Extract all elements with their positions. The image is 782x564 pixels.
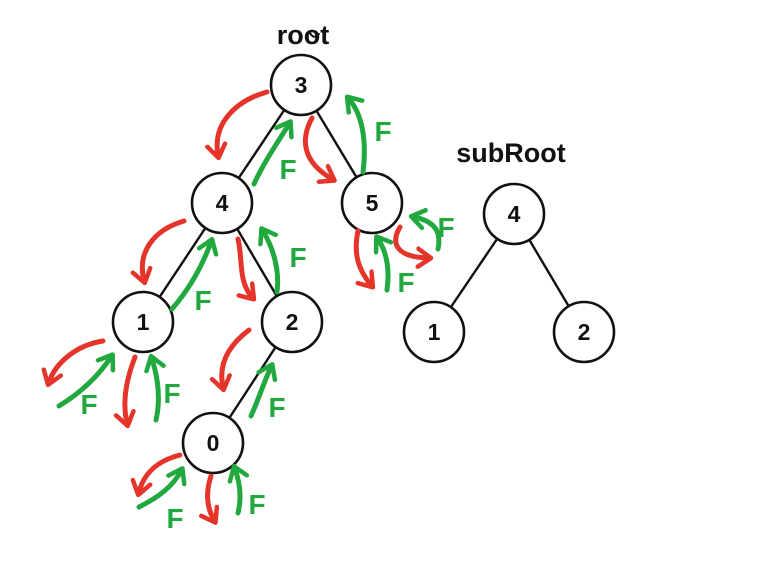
node-circle <box>402 300 466 364</box>
flow-arrow-descend-3-to-4 <box>217 89 270 155</box>
node-value: 0 <box>207 430 220 456</box>
f-label: F <box>163 378 180 409</box>
flow-arrow-descend-4-to-1 <box>142 218 187 280</box>
tree-subRoot: 4 1 2 subRoot <box>402 138 616 364</box>
f-label: F <box>80 389 97 420</box>
node-value: 2 <box>578 319 591 345</box>
flow-arrow-descend-0-to-right-null <box>208 473 214 520</box>
flow-arrow-return-null-to-5 <box>378 239 388 293</box>
node-value: 4 <box>216 190 229 216</box>
flow-arrow-descend-1-to-right-null <box>125 354 138 423</box>
tree-node-subRoot-s1: 1 <box>402 300 466 364</box>
node-circle <box>190 171 254 235</box>
f-label: F <box>268 392 285 423</box>
node-circle <box>552 300 616 364</box>
pen-mark <box>309 32 320 38</box>
node-circle <box>111 290 175 354</box>
f-label: F <box>166 503 183 534</box>
node-circle <box>269 53 333 117</box>
flow-arrow-return-left-null-to-1 <box>56 357 111 409</box>
flow-arrow-descend-0-to-left-null <box>139 452 183 492</box>
f-label: F <box>437 212 454 243</box>
flow-arrow-return-right-null-to-1 <box>152 359 159 423</box>
node-circle <box>482 182 546 246</box>
node-value: 2 <box>286 309 299 335</box>
flow-arrow-return-1-to-4 <box>169 242 211 312</box>
tree-node-root-0: 0 <box>181 411 245 475</box>
node-circle <box>181 411 245 475</box>
tree-node-root-3: 3 <box>269 53 333 117</box>
node-value: 3 <box>295 72 308 98</box>
f-label: F <box>248 489 265 520</box>
flow-arrow-descend-1-to-left-null <box>49 338 106 382</box>
tree-node-root-5: 5 <box>340 171 404 235</box>
node-value: 1 <box>137 309 150 335</box>
f-label: F <box>289 242 306 273</box>
flow-arrow-compare-5-to-subroot <box>393 224 428 258</box>
f-label: F <box>374 116 391 147</box>
tree-node-root-2: 2 <box>260 290 324 354</box>
f-label: F <box>397 267 414 298</box>
tree-root: 3 4 5 1 2 0 root <box>111 20 404 475</box>
flow-arrow-descend-2-to-0 <box>222 327 252 387</box>
node-value: 1 <box>428 319 441 345</box>
tree-node-root-1: 1 <box>111 290 175 354</box>
tree-node-subRoot-s4: 4 <box>482 182 546 246</box>
flow-arrow-descend-4-to-2 <box>235 236 252 297</box>
flow-arrow-return-left-null-to-0 <box>136 471 181 510</box>
f-label: F <box>279 154 296 185</box>
flow-arrow-compare-subroot-to-5 <box>414 217 442 252</box>
flow-arrow-return-2-to-4 <box>263 231 281 295</box>
tree-title-subRoot: subRoot <box>456 138 565 168</box>
tree-node-subRoot-s2: 2 <box>552 300 616 364</box>
flow-arrow-descend-3-to-5 <box>302 115 332 179</box>
node-value: 5 <box>366 190 379 216</box>
flow-arrow-return-4-to-3 <box>251 124 289 187</box>
node-circle <box>340 171 404 235</box>
tree-node-root-4: 4 <box>190 171 254 235</box>
flow-arrows <box>49 89 442 520</box>
node-circle <box>260 290 324 354</box>
flow-arrow-descend-5-to-null <box>353 228 371 285</box>
flow-arrow-return-right-null-to-0 <box>235 469 240 516</box>
f-label: F <box>194 285 211 316</box>
flow-arrow-return-0-to-2 <box>248 367 271 419</box>
node-value: 4 <box>508 201 521 227</box>
flow-arrow-return-5-to-3 <box>349 99 367 175</box>
tree-title-root: root <box>277 20 329 50</box>
